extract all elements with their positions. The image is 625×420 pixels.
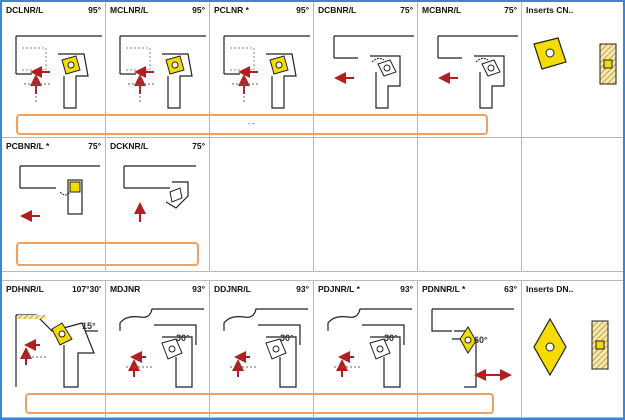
tool-angle: 75° — [192, 141, 205, 151]
angle-note: 30° — [384, 333, 398, 343]
insert-dn-icon — [533, 317, 609, 377]
tool-diagram — [106, 295, 210, 395]
tool-diagram — [314, 295, 418, 395]
tool-code: DDJNR/L — [214, 284, 251, 294]
tool-cell-pdhnr[interactable]: PDHNR/L 107°30' 15° — [2, 280, 106, 418]
tool-cell-mcbnr[interactable]: MCBNR/L 75° — [418, 2, 522, 138]
tool-diagram — [210, 16, 314, 116]
tool-diagram — [106, 152, 210, 242]
tool-diagram — [2, 295, 106, 395]
tool-code: PDJNR/L * — [318, 284, 360, 294]
tool-diagram — [2, 16, 106, 116]
tool-angle: 95° — [88, 5, 101, 15]
tool-code: PCLNR * — [214, 5, 249, 15]
tool-angle: 93° — [400, 284, 413, 294]
tool-cell-pclnr[interactable]: PCLNR * 95° — [210, 2, 314, 138]
tool-angle: 107°30' — [71, 284, 101, 294]
empty-cell — [314, 138, 418, 272]
tool-code: DCKNR/L — [110, 141, 149, 151]
tool-cell-mdjnr[interactable]: MDJNR 93° 30° — [106, 280, 210, 418]
tool-cell-pcbnr[interactable]: PCBNR/L * 75° — [2, 138, 106, 272]
tool-diagram — [418, 16, 522, 116]
tool-code: MCLNR/L — [110, 5, 149, 15]
tool-diagram — [314, 16, 418, 116]
tool-cell-pdnnr[interactable]: PDNNR/L * 63° 60° — [418, 280, 522, 418]
tool-code: PDNNR/L * — [422, 284, 466, 294]
highlight-box-row3[interactable] — [25, 393, 494, 414]
tool-cell-mclnr[interactable]: MCLNR/L 95° — [106, 2, 210, 138]
highlight-box-row2[interactable] — [16, 242, 199, 266]
empty-cell — [522, 138, 623, 272]
inserts-cn-cell: Inserts CN.. — [522, 2, 623, 138]
tool-diagram — [106, 16, 210, 116]
inserts-dn-label: Inserts DN.. — [526, 284, 574, 294]
tool-angle: 63° — [504, 284, 517, 294]
tool-angle: 75° — [504, 5, 517, 15]
tool-angle: 95° — [296, 5, 309, 15]
tool-angle: 95° — [192, 5, 205, 15]
tool-code: DCLNR/L — [6, 5, 44, 15]
tool-angle: 75° — [400, 5, 413, 15]
tool-code: MCBNR/L — [422, 5, 462, 15]
tool-cell-pdjnr[interactable]: PDJNR/L * 93° 30° — [314, 280, 418, 418]
angle-note: 60° — [474, 335, 488, 345]
angle-note: 15° — [82, 321, 96, 331]
tool-cell-dcknr[interactable]: DCKNR/L 75° — [106, 138, 210, 272]
angle-note: 30° — [176, 333, 190, 343]
angle-note: 30° — [280, 333, 294, 343]
tool-code: PCBNR/L * — [6, 141, 50, 151]
tool-cell-ddjnr[interactable]: DDJNR/L 93° 30° — [210, 280, 314, 418]
tool-diagram — [2, 152, 106, 242]
tool-angle: 93° — [296, 284, 309, 294]
highlight-box-row1[interactable]: - - — [16, 114, 488, 135]
tool-angle: 93° — [192, 284, 205, 294]
tool-code: DCBNR/L — [318, 5, 357, 15]
inserts-dn-cell: Inserts DN.. — [522, 280, 623, 418]
insert-cn-icon — [533, 37, 617, 85]
tool-cell-dclnr[interactable]: DCLNR/L 95° — [2, 2, 106, 138]
inserts-cn-label: Inserts CN.. — [526, 5, 574, 15]
tool-code: MDJNR — [110, 284, 141, 294]
highlight-text: - - — [248, 121, 255, 128]
tool-cell-dcbnr[interactable]: DCBNR/L 75° — [314, 2, 418, 138]
tool-diagram — [210, 295, 314, 395]
tool-code: PDHNR/L — [6, 284, 44, 294]
empty-cell — [210, 138, 314, 272]
empty-cell — [418, 138, 522, 272]
tool-angle: 75° — [88, 141, 101, 151]
tool-diagram — [418, 295, 522, 395]
